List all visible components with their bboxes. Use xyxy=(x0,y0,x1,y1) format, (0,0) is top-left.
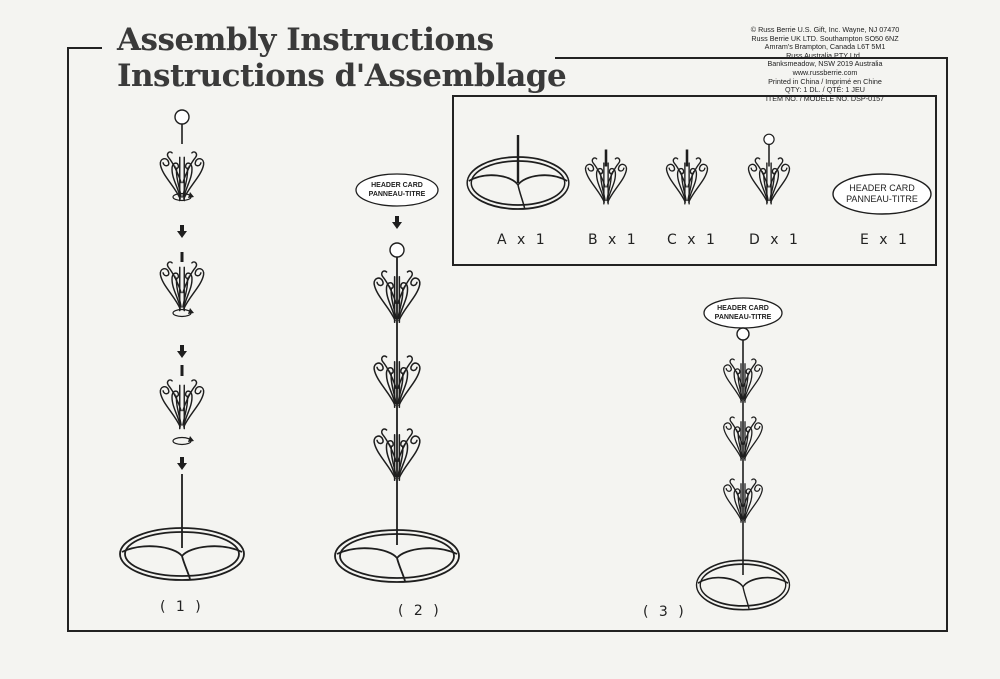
part-d-tier-with-finial xyxy=(747,133,791,205)
step-label-1: ( 1 ) xyxy=(160,599,204,615)
copyright-line: ITEM NO. / MODÈLE NO. DSP-0157 xyxy=(765,93,885,103)
copyright-line: Russ Australia PTY Ltd., xyxy=(786,50,864,60)
copyright-line: Russ Berrie UK LTD. Southampton SO50 6NZ xyxy=(751,33,899,43)
step-label-2: ( 2 ) xyxy=(398,603,442,619)
copyright-line: www.russberrie.com xyxy=(792,67,858,77)
header-card-text-step-2: HEADER CARD PANNEAU-TITRE xyxy=(368,182,426,198)
part-e-header-card xyxy=(832,173,932,215)
copyright-line: Printed in China / Imprimé en Chine xyxy=(768,76,882,86)
copyright-line: Amram's Brampton, Canada L6T 5M1 xyxy=(764,42,886,52)
part-a-base-ring xyxy=(466,135,570,210)
copyright-block: © Russ Berrie U.S. Gift, Inc. Wayne, NJ … xyxy=(720,25,930,103)
header-card-text-step-3: HEADER CARD PANNEAU-TITRE xyxy=(714,305,772,321)
part-label-e: E x 1 xyxy=(860,232,910,248)
part-label-b: B x 1 xyxy=(588,232,639,248)
step-2-diagram xyxy=(334,173,460,583)
title-english: Assembly Instructions xyxy=(117,22,494,58)
step-1-diagram xyxy=(119,109,245,581)
title-french: Instructions d'Assemblage xyxy=(117,58,567,94)
frame-lines xyxy=(67,47,948,632)
part-label-c: C x 1 xyxy=(667,232,718,248)
copyright-line: Banksmeadow, NSW 2019 Australia xyxy=(767,59,883,69)
part-label-d: D x 1 xyxy=(749,232,801,248)
copyright-line: © Russ Berrie U.S. Gift, Inc. Wayne, NJ … xyxy=(750,25,900,34)
part-b-tier xyxy=(584,149,628,205)
step-3-diagram xyxy=(695,297,791,611)
part-c-tier xyxy=(665,149,709,205)
part-label-a: A x 1 xyxy=(497,232,548,248)
copyright-line: QTY: 1 DL. / QTÉ: 1 JEU xyxy=(785,85,865,95)
header-card-text-parts: HEADER CARD PANNEAU-TITRE xyxy=(846,183,918,204)
header-card-bubble-step-2 xyxy=(355,173,439,207)
step-label-3: ( 3 ) xyxy=(643,604,687,620)
